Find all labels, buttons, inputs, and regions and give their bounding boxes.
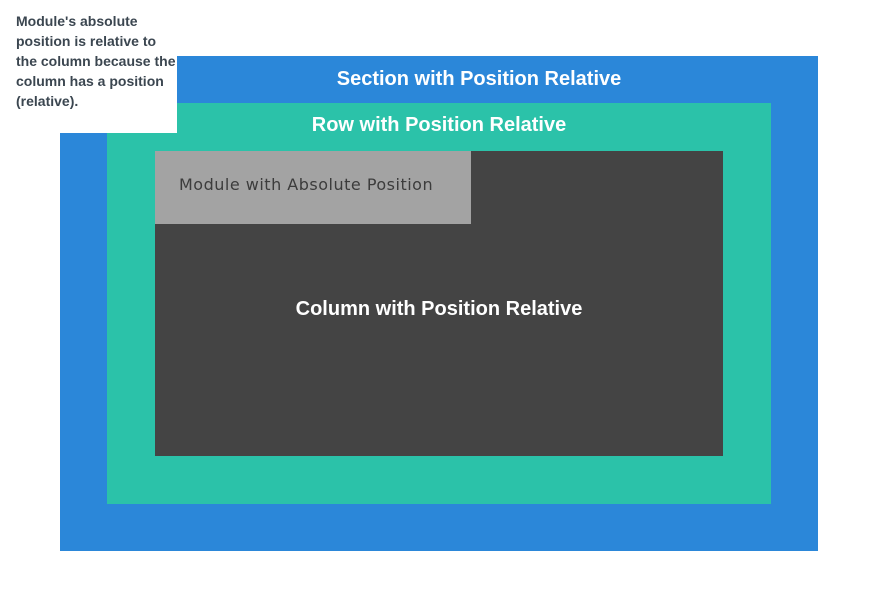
module-label: Module with Absolute Position [179, 175, 434, 194]
callout-text: Module's absolute position is relative t… [16, 13, 176, 109]
section-box: Section with Position Relative Row with … [60, 56, 818, 551]
row-label: Row with Position Relative [311, 114, 567, 136]
column-box: Module with Absolute Position Column wit… [155, 151, 723, 456]
section-label: Section with Position Relative [336, 68, 622, 90]
row-box: Row with Position Relative Module with A… [107, 103, 771, 504]
column-label: Column with Position Relative [295, 298, 583, 320]
callout-box: Module's absolute position is relative t… [0, 0, 177, 133]
module-box: Module with Absolute Position [155, 151, 471, 224]
